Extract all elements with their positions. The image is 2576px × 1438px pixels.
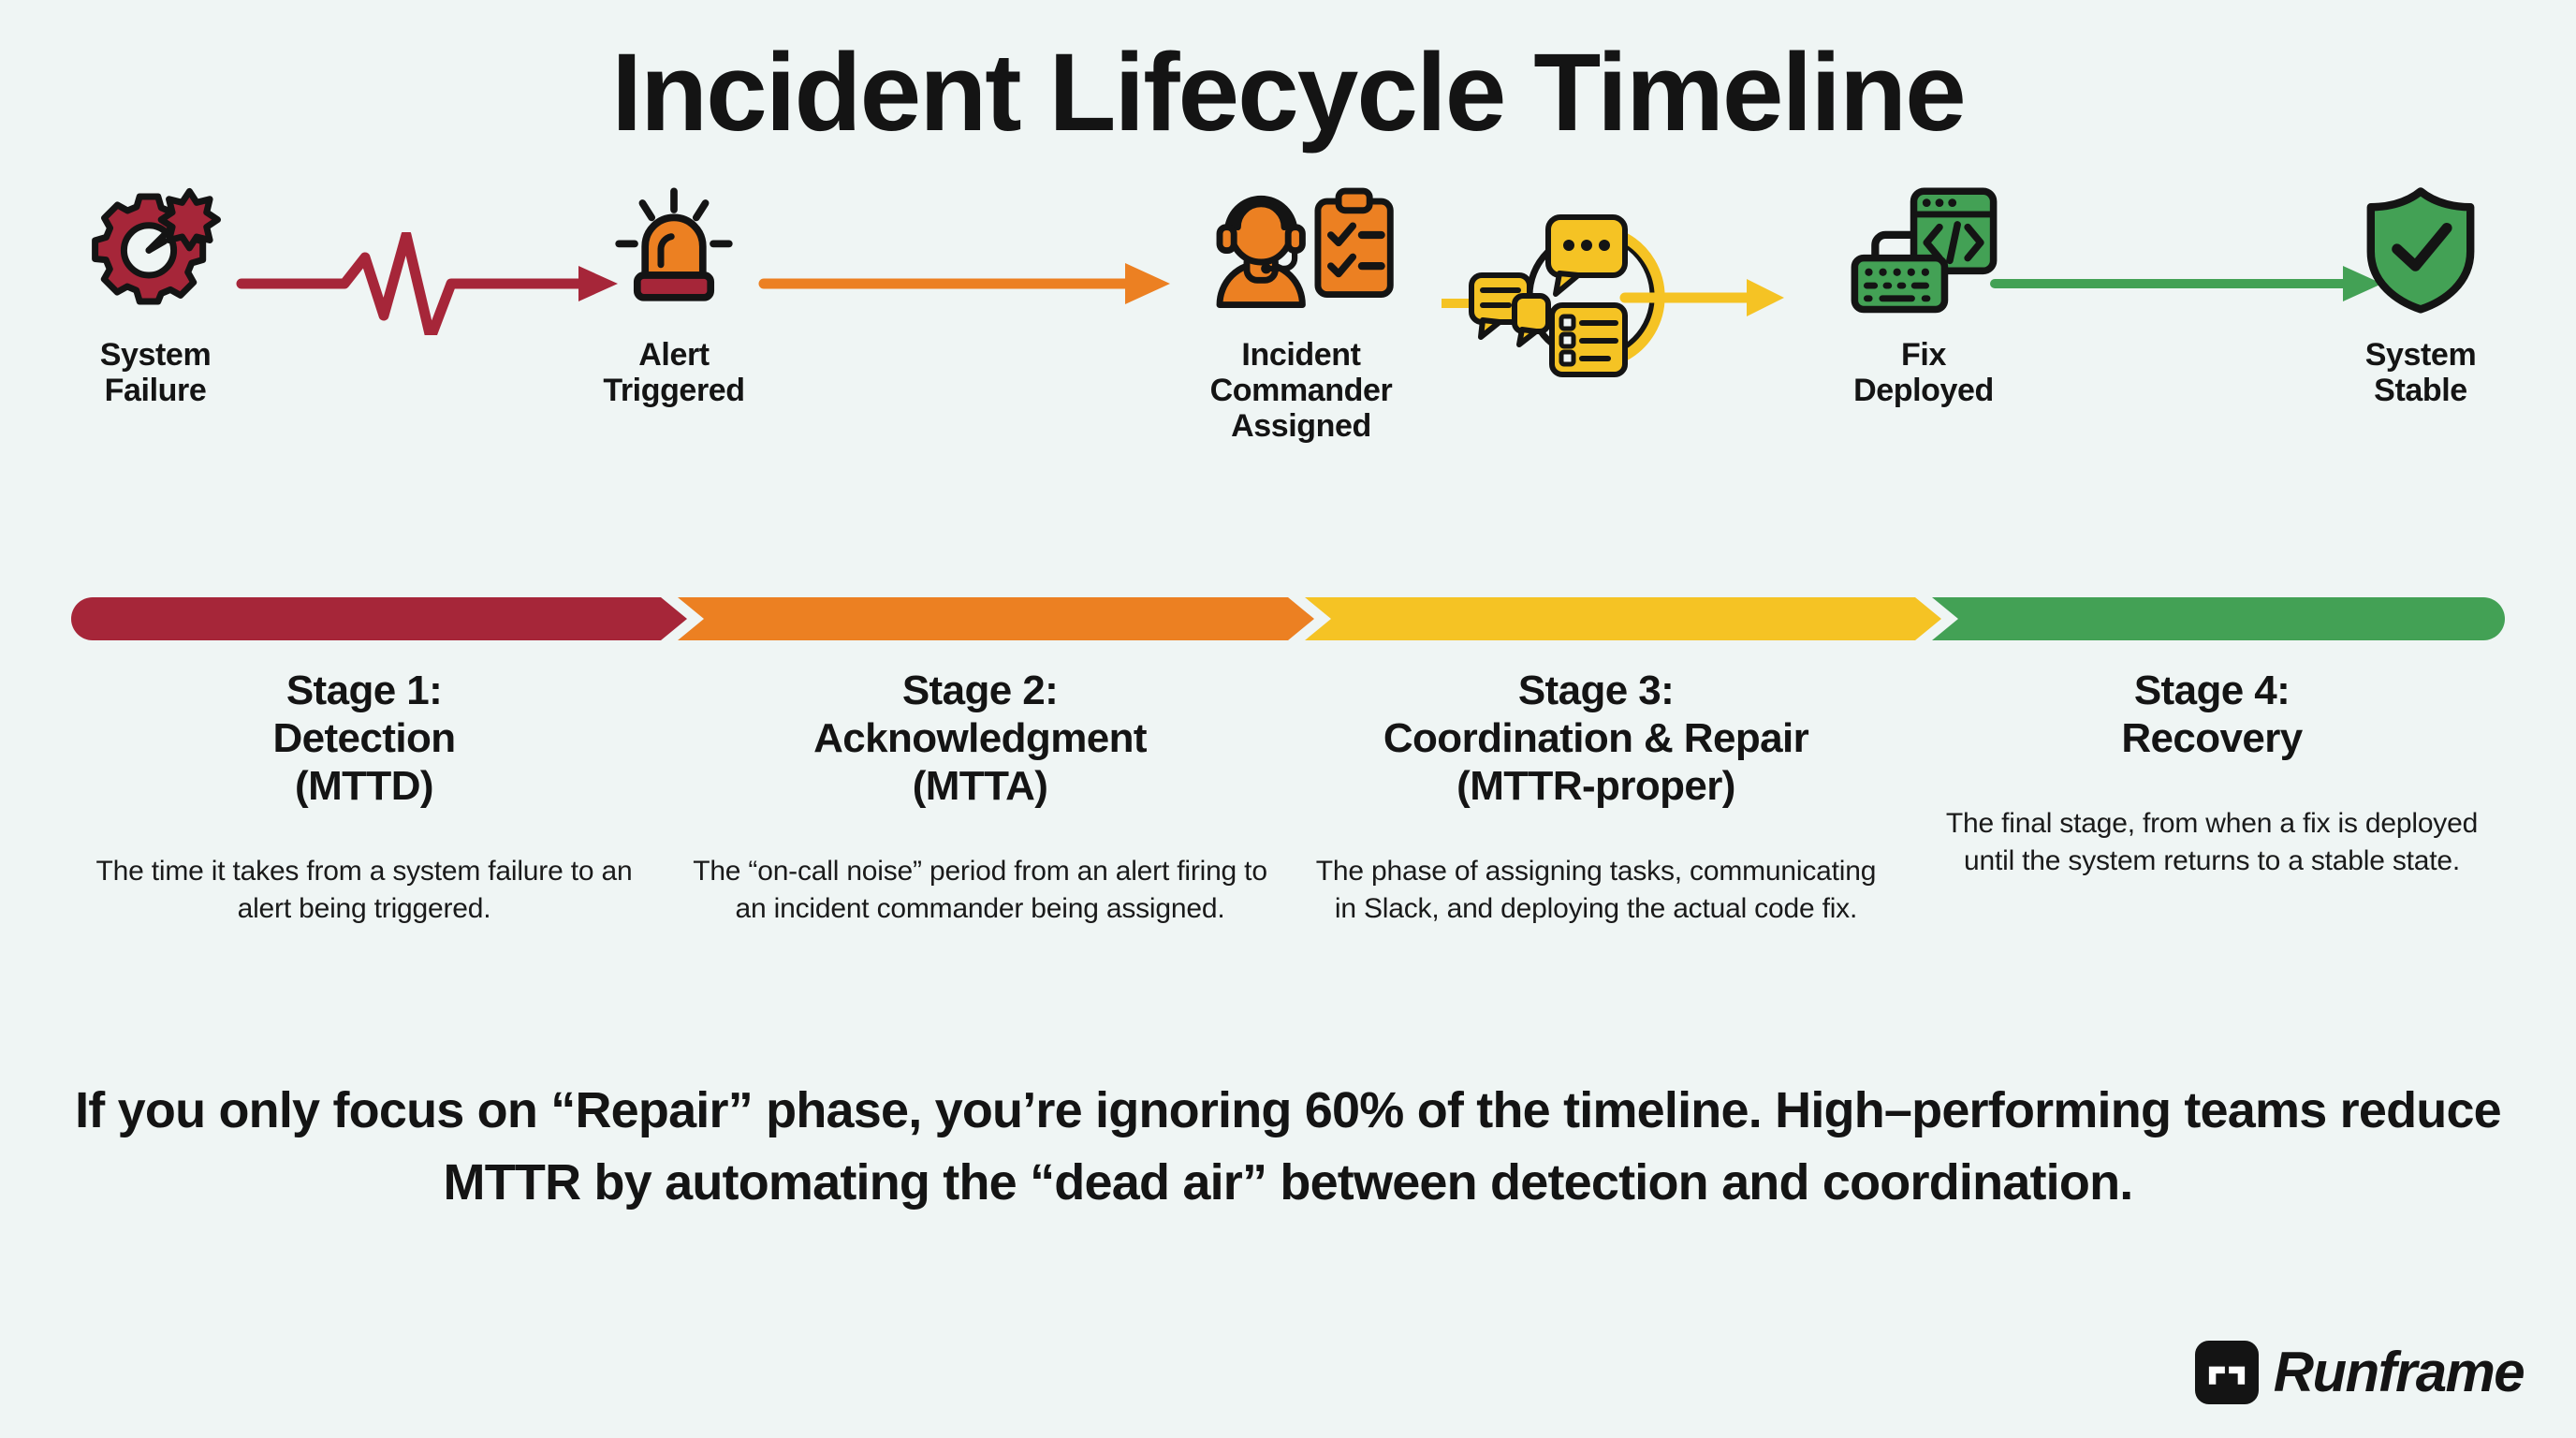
timeline-segment-stage4 bbox=[1932, 597, 2505, 640]
stage-heading: Stage 2: Acknowledgment (MTTA) bbox=[813, 668, 1147, 810]
flow-node-label: Fix Deployed bbox=[1853, 336, 1994, 408]
commander-clipboard-icon bbox=[1151, 174, 1451, 324]
flow-node-label: System Stable bbox=[2364, 336, 2477, 408]
stage-heading: Stage 1: Detection (MTTD) bbox=[272, 668, 456, 810]
stage-card-2: Stage 2: Acknowledgment (MTTA) The “on-c… bbox=[672, 667, 1288, 928]
connector-straight-arrow-recovery bbox=[1989, 232, 2392, 335]
stage-card-4: Stage 4: Recovery The final stage, from … bbox=[1904, 667, 2520, 928]
broken-gear-icon bbox=[15, 174, 296, 324]
code-keyboard-icon bbox=[1783, 174, 2064, 324]
timeline-segment-stage1 bbox=[71, 597, 687, 640]
flow-node-label: Incident Commander Assigned bbox=[1209, 336, 1393, 445]
callout-text: If you only focus on “Repair” phase, you… bbox=[75, 1082, 2502, 1211]
timeline-segment-stage3 bbox=[1305, 597, 1941, 640]
flow-node-label: Alert Triggered bbox=[603, 336, 745, 408]
stage-columns: Stage 1: Detection (MTTD) The time it ta… bbox=[56, 667, 2520, 928]
flow-node-system-failure: System Failure bbox=[15, 174, 296, 408]
runframe-logo: Runframe bbox=[2194, 1340, 2525, 1404]
runframe-logo-text: Runframe bbox=[2273, 1341, 2525, 1403]
connector-heartbeat-arrow bbox=[234, 231, 627, 335]
flow-node-fix-deployed: Fix Deployed bbox=[1783, 174, 2064, 408]
stage-description: The final stage, from when a fix is depl… bbox=[1945, 808, 2479, 876]
alert-siren-icon bbox=[534, 174, 814, 324]
stage-heading: Stage 3: Coordination & Repair (MTTR-pro… bbox=[1383, 668, 1809, 810]
stage-heading: Stage 4: Recovery bbox=[2121, 668, 2303, 762]
stage-card-3: Stage 3: Coordination & Repair (MTTR-pro… bbox=[1288, 667, 1904, 928]
page-title: Incident Lifecycle Timeline bbox=[611, 31, 1967, 154]
stage-description: The time it takes from a system failure … bbox=[95, 856, 633, 924]
flow-node-system-stable: System Stable bbox=[2280, 174, 2561, 408]
lifecycle-flow: System Failure Alert Trigger bbox=[0, 174, 2576, 483]
shield-check-icon bbox=[2280, 174, 2561, 324]
stage-description: The phase of assigning tasks, communicat… bbox=[1315, 856, 1877, 924]
connector-straight-arrow-mtta bbox=[758, 232, 1179, 335]
flow-node-alert-triggered: Alert Triggered bbox=[534, 174, 814, 408]
timeline-bar bbox=[71, 597, 2505, 640]
stage-description: The “on-call noise” period from an alert… bbox=[693, 856, 1267, 924]
stage-card-1: Stage 1: Detection (MTTD) The time it ta… bbox=[56, 667, 672, 928]
flow-node-label: System Failure bbox=[99, 336, 212, 408]
connector-loop-arrow-repair bbox=[1442, 202, 1844, 380]
runframe-logo-mark bbox=[2194, 1340, 2259, 1404]
flow-node-incident-commander: Incident Commander Assigned bbox=[1151, 174, 1451, 444]
timeline-segment-stage2 bbox=[678, 597, 1314, 640]
